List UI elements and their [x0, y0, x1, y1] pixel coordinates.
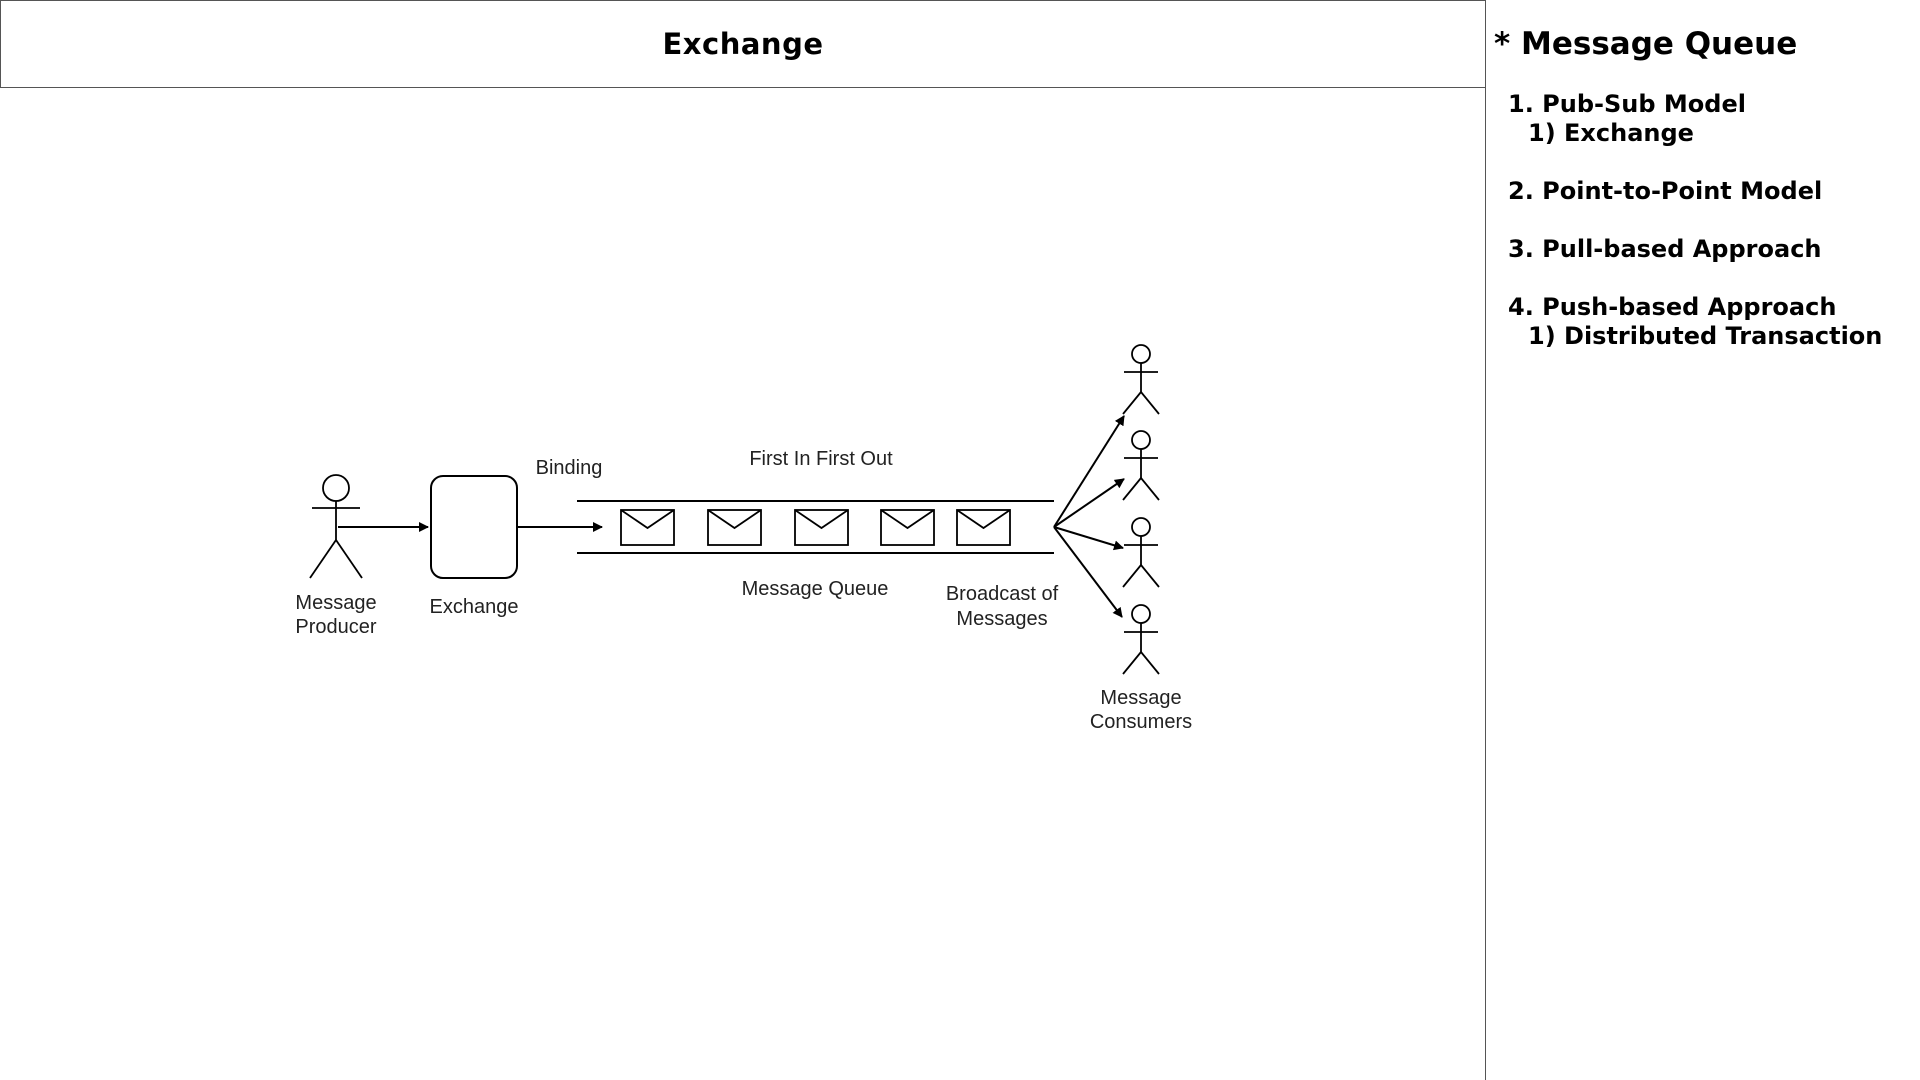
exchange-diagram: Message Producer Exchange Binding First …: [295, 344, 1192, 733]
page-header: Exchange: [0, 0, 1486, 88]
diagram-canvas: Exchange Message Producer Exchange Bindi…: [0, 0, 1486, 1080]
envelope-icon: [880, 509, 935, 546]
queue-label: Message Queue: [742, 578, 889, 600]
consumers-label-line2: Consumers: [1090, 711, 1192, 733]
broadcast-label-line2: Messages: [956, 608, 1047, 630]
fifo-label: First In First Out: [749, 448, 893, 470]
outline-item-label: 2. Point-to-Point Model: [1508, 177, 1823, 205]
producer-label-line2: Producer: [295, 616, 376, 638]
broadcast-arrows: [1053, 415, 1125, 618]
exchange-box: [430, 475, 518, 579]
consumers-label-line1: Message: [1100, 687, 1181, 709]
binding-label: Binding: [536, 457, 603, 479]
outline-item-label: 1. Pub-Sub Model: [1508, 90, 1746, 118]
broadcast-arrow: [1053, 478, 1125, 528]
envelope-icon: [620, 509, 675, 546]
consumer-actors: [1122, 344, 1160, 675]
page-title: Exchange: [662, 27, 824, 61]
outline-item-label: 3. Pull-based Approach: [1508, 235, 1822, 263]
consumer-actor-icon: [1122, 517, 1160, 588]
queue-messages: [620, 509, 1011, 546]
outline-item-label: 4. Push-based Approach: [1508, 293, 1837, 321]
consumer-actor-icon: [1122, 430, 1160, 501]
outline-item-point-to-point: 2. Point-to-Point Model: [1508, 177, 1882, 206]
producer-actor-icon: [309, 474, 363, 579]
outline-subitem-distributed-transaction: 1) Distributed Transaction: [1528, 322, 1883, 350]
producer-label-line1: Message: [295, 592, 376, 614]
consumer-actor-icon: [1122, 604, 1160, 675]
broadcast-arrow: [1053, 526, 1123, 618]
outline-item-pull-based: 3. Pull-based Approach: [1508, 235, 1882, 264]
envelope-icon: [956, 509, 1011, 546]
envelope-icon: [794, 509, 849, 546]
outline-item-pub-sub: 1. Pub-Sub Model 1) Exchange: [1508, 90, 1882, 148]
envelope-icon: [707, 509, 762, 546]
outline-item-push-based: 4. Push-based Approach 1) Distributed Tr…: [1508, 293, 1882, 351]
broadcast-arrow: [1053, 526, 1124, 551]
outline-subitem-exchange: 1) Exchange: [1528, 119, 1694, 147]
exchange-label: Exchange: [430, 596, 519, 618]
outline-title: * Message Queue: [1494, 26, 1798, 62]
outline-list: 1. Pub-Sub Model 1) Exchange 2. Point-to…: [1508, 90, 1882, 380]
broadcast-arrow: [1053, 415, 1125, 528]
consumer-actor-icon: [1122, 344, 1160, 415]
broadcast-label-line1: Broadcast of: [946, 583, 1059, 605]
